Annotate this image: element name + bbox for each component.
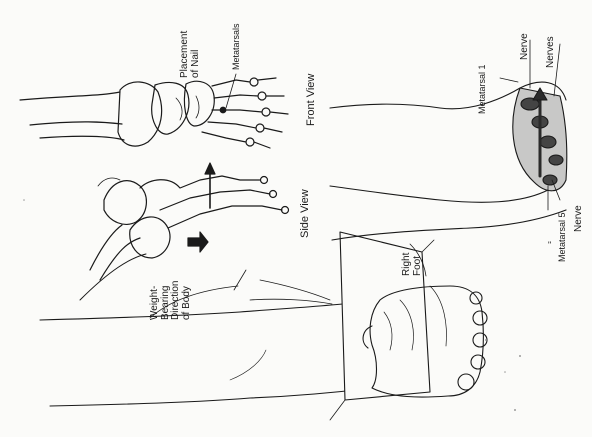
nail-placement-marker <box>220 107 226 113</box>
label-metatarsals: Metatarsals <box>232 23 241 70</box>
weight-bearing-arrow <box>188 232 208 252</box>
label-right-foot: Right Foot <box>402 253 423 276</box>
label-front-view: Front View <box>306 74 318 126</box>
label-placement-of-nail: Placement of Nail <box>180 31 201 78</box>
foot-skeleton-top-view <box>20 74 288 148</box>
front-view-cross-section: " <box>330 40 567 250</box>
label-metatarsal-1: Metatarsal 1 <box>478 64 487 114</box>
scan-specks <box>23 199 521 411</box>
label-metatarsal-5: Metatarsal 5 <box>558 212 567 262</box>
label-nerve-top: Nerve <box>520 33 531 60</box>
label-nerve-bottom: Nerve <box>574 205 585 232</box>
stray-mark: " <box>548 240 551 250</box>
label-nerves: Nerves <box>546 36 557 68</box>
label-side-view: Side View <box>300 189 312 238</box>
foot-skeleton-side-view <box>80 163 289 300</box>
label-weight-bearing: Weight- Bearing Direction of Body <box>150 281 192 320</box>
